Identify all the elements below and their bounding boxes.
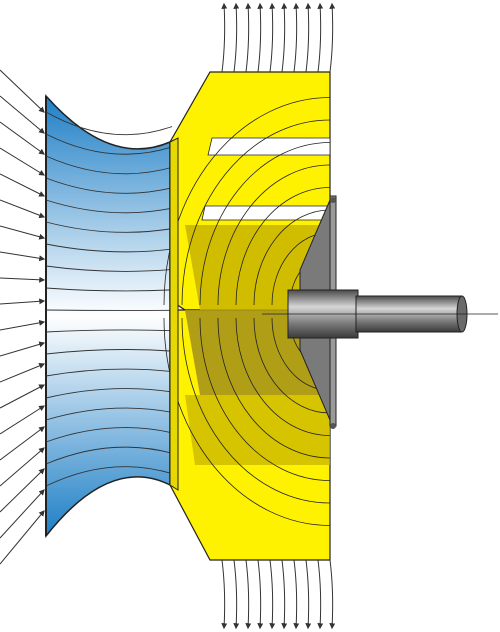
inlet-arrow: [0, 276, 46, 283]
inlet-arrow: [0, 199, 46, 219]
vane-arc-upper: [235, 187, 331, 306]
inlet-streamlines: [45, 111, 173, 487]
outlet-arrow-top: [245, 2, 252, 73]
inlet-streamline: [45, 199, 173, 214]
outlet-flow-arrows-top: [221, 2, 336, 73]
inlet-streamline: [45, 407, 173, 421]
vane-arc-lower: [217, 317, 331, 459]
vane-arc-lower: [253, 317, 331, 414]
outlet-arrow-top: [305, 2, 312, 73]
outlet-arrow-bottom: [257, 559, 264, 630]
inlet-arrow: [0, 121, 45, 155]
inlet-arrow: [0, 95, 45, 134]
inlet-arrow: [0, 384, 46, 409]
outlet-arrow-top: [221, 2, 228, 73]
inlet-arrow: [0, 426, 45, 461]
inlet-arrow: [0, 489, 45, 539]
inlet-streamline: [45, 221, 173, 233]
inlet-arrow: [0, 319, 46, 331]
inlet-streamline: [45, 446, 173, 465]
drive-shaft: [262, 289, 498, 339]
outlet-arrow-bottom: [245, 559, 252, 630]
outlet-arrow-top: [281, 2, 288, 73]
outlet-arrow-bottom: [233, 559, 240, 630]
inlet-streamline: [45, 133, 173, 155]
inlet-arrow: [0, 69, 45, 113]
inlet-streamline: [45, 427, 173, 443]
inlet-streamline: [45, 243, 173, 253]
outlet-arrow-bottom: [281, 559, 288, 630]
inlet-streamline: [45, 329, 173, 333]
inlet-arrow: [0, 298, 46, 305]
inlet-arrow: [0, 341, 46, 357]
inlet-streamline: [45, 368, 173, 377]
vane-arc-upper: [253, 209, 331, 306]
vane-arc-lower: [163, 317, 331, 526]
vane-streamlines: [163, 97, 331, 526]
inlet-streamline: [45, 287, 173, 292]
impeller-rotor: [163, 71, 331, 561]
inlet-streamline: [45, 388, 173, 399]
inlet-streamline: [45, 177, 173, 194]
inlet-streamline: [45, 466, 173, 487]
inlet-streamline: [45, 265, 173, 272]
inlet-arrow: [0, 468, 45, 513]
vane-arc-lower: [181, 317, 331, 504]
outlet-arrow-top: [233, 2, 240, 73]
inlet-streamline: [45, 349, 173, 355]
outlet-arrow-bottom: [293, 559, 300, 630]
vane-arc-lower: [199, 317, 331, 481]
inlet-arrow: [0, 510, 45, 565]
outlet-arrow-bottom: [305, 559, 312, 630]
vane-arc-upper: [217, 164, 331, 306]
outlet-arrow-bottom: [317, 559, 324, 630]
inlet-arrow: [0, 447, 45, 487]
outlet-arrow-top: [317, 2, 324, 73]
inlet-arrow: [0, 173, 46, 197]
vane-arc-lower: [235, 317, 331, 436]
inlet-passage: [45, 94, 173, 539]
outlet-arrow-top: [293, 2, 300, 73]
vane-arc-upper: [199, 142, 331, 306]
inlet-flow-arrows: [0, 69, 46, 565]
outlet-flow-arrows-bottom: [221, 559, 336, 630]
inlet-arrow: [0, 405, 46, 435]
inlet-arrow: [0, 251, 46, 262]
inlet-arrow: [0, 225, 46, 240]
vane-arc-upper: [163, 97, 331, 306]
outlet-arrow-bottom: [269, 559, 276, 630]
outlet-arrow-top: [269, 2, 276, 73]
outlet-arrow-top: [329, 2, 336, 73]
outlet-arrow-bottom: [329, 559, 336, 630]
inlet-streamline: [45, 155, 173, 175]
inlet-streamline: [45, 111, 173, 136]
outlet-arrow-top: [257, 2, 264, 73]
inlet-arrow: [0, 147, 46, 176]
vane-arc-upper: [181, 119, 331, 306]
inlet-arrow: [0, 363, 46, 383]
outlet-arrow-bottom: [221, 559, 228, 630]
